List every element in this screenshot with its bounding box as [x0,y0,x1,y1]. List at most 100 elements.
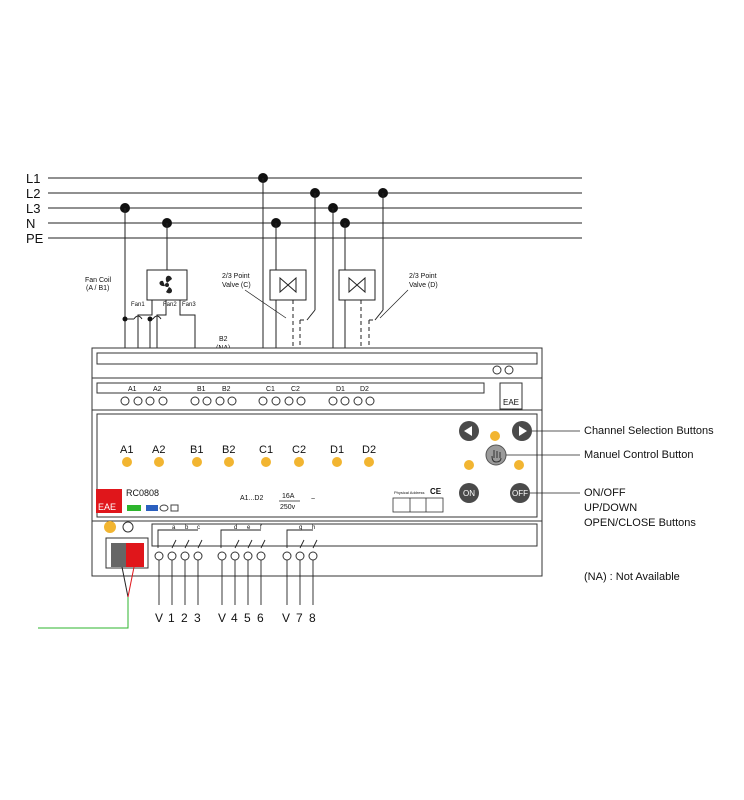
rating-ac-symbol: ~ [311,496,315,503]
contact-letter-e: e [247,525,251,531]
manual-control-button[interactable] [485,444,507,466]
bus-label-l3: L3 [26,201,40,216]
contact-letter-f: f [260,525,262,531]
valve-d-pointer [379,289,409,319]
status-led-right [514,460,524,470]
channel-next-button[interactable] [512,421,532,441]
channel-label-d2: D2 [362,444,376,456]
callout-not-available: (NA) : Not Available [584,571,680,583]
on-button-label: ON [463,489,475,498]
bottom-terminal-v3: V [282,611,290,625]
channel-label-d1: D1 [330,444,344,456]
channel-label-c1: C1 [259,444,273,456]
bottom-screw-terminals [154,551,318,561]
physical-address-box [392,497,444,513]
fan-coil-title: Fan Coil [85,277,112,284]
contact-letter-g: g [299,525,302,531]
callout-manual-control: Manuel Control Button [584,449,693,461]
bus-label-l1: L1 [26,171,40,186]
contact-letter-d: d [234,525,237,531]
arrow-left-icon [464,426,472,436]
led-c2 [294,457,304,467]
bus-connector [105,537,149,569]
channel-label-a2: A2 [152,444,165,456]
status-led-left [464,460,474,470]
channel-leds [122,457,374,467]
housing-brand-tag: EAE [503,398,519,407]
bottom-terminal-1: 1 [168,611,175,625]
fan-tap-2: Fan2 [163,302,177,308]
bottom-terminal-6: 6 [257,611,264,625]
valve-c-icon [279,276,297,294]
channel-label-b1: B1 [190,444,203,456]
housing-screws [492,365,514,375]
led-c1 [261,457,271,467]
bottom-terminal-7: 7 [296,611,303,625]
ce-mark: CE [430,487,442,496]
contact-letter-c: c [197,525,200,531]
valve-d-icon [348,276,366,294]
top-terminal-label-b2: B2 [222,386,231,393]
off-button-label: OFF [512,489,528,498]
valve-d-label-2: Valve (D) [409,282,438,289]
top-terminal-label-c2: C2 [291,386,300,393]
status-led-top [490,431,500,441]
top-terminal-label-a2: A2 [153,386,162,393]
led-a1 [122,457,132,467]
brand-logo-text: EAE [98,502,116,512]
valve-d-label-1: 2/3 Point [409,273,437,280]
fan-coil-subtitle: (A / B1) [86,285,109,292]
callout-lines [506,430,580,494]
bottom-wires [158,560,314,605]
off-button[interactable]: OFF [510,483,530,503]
fan-junctions [122,316,153,322]
contact-letter-b: b [185,525,189,531]
bottom-terminal-5: 5 [244,611,251,625]
rating-current: 16A [282,493,295,500]
certification-marks [127,504,179,512]
contact-letter-a: a [172,525,176,531]
valve-c-label-2: Valve (C) [222,282,251,289]
bottom-terminal-2: 2 [181,611,188,625]
bus-label-l2: L2 [26,186,40,201]
junction-dots [120,173,388,228]
arrow-right-icon [519,426,527,436]
model-number: RC0808 [126,488,159,498]
fan-tap-3: Fan3 [182,302,196,308]
callout-open-close: OPEN/CLOSE Buttons [584,517,696,529]
top-terminal-label-d2: D2 [360,386,369,393]
fan-tap-1: Fan1 [131,302,145,308]
led-d1 [332,457,342,467]
b2-note-title: B2 [219,336,228,343]
channel-prev-button[interactable] [459,421,479,441]
contact-letter-h: h [312,525,315,531]
led-d2 [364,457,374,467]
bottom-terminal-8: 8 [309,611,316,625]
channel-label-a1: A1 [120,444,133,456]
rating-range: A1...D2 [240,495,263,502]
led-b1 [192,457,202,467]
programming-led [104,521,116,533]
callout-up-down: UP/DOWN [584,502,637,514]
bus-label-pe: PE [26,231,44,246]
valve-c-pointer [244,289,287,319]
fan-icon [159,275,173,294]
callout-channel-selection: Channel Selection Buttons [584,425,714,437]
programming-button[interactable] [122,521,134,533]
bottom-terminal-v2: V [218,611,226,625]
bottom-contacts [157,529,318,549]
channel-label-c2: C2 [292,444,306,456]
physical-address-label: Physical Address [394,490,424,495]
channel-label-b2: B2 [222,444,235,456]
bottom-terminal-3: 3 [194,611,201,625]
bottom-terminal-4: 4 [231,611,238,625]
valve-c-label-1: 2/3 Point [222,273,250,280]
on-button[interactable]: ON [459,483,479,503]
top-terminal-label-a1: A1 [128,386,137,393]
bus-label-n: N [26,216,35,231]
callout-on-off: ON/OFF [584,487,626,499]
top-terminal-label-b1: B1 [197,386,206,393]
rating-voltage: 250v [280,504,296,511]
hand-icon [491,450,502,463]
